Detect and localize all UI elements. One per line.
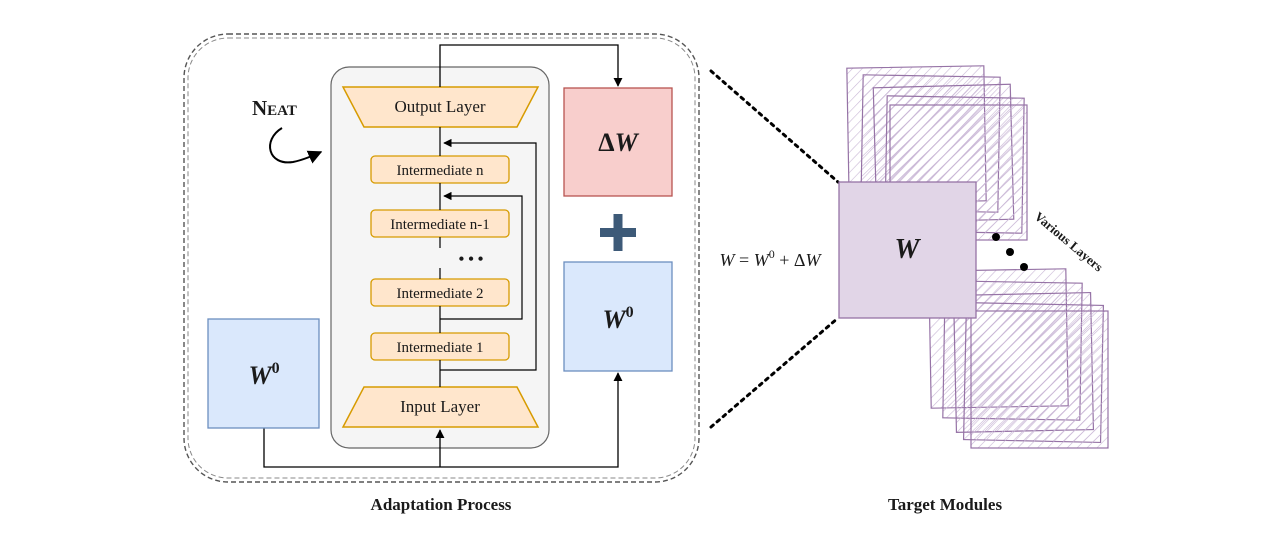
various-layers-label: Various Layers [1032, 209, 1106, 275]
edge-w0-to-w0 [263, 372, 623, 468]
w0-adapted-box [563, 261, 673, 372]
delta-w-label: ΔW [598, 128, 639, 157]
target-w-box [838, 181, 977, 319]
target-layers-bottom-stack [928, 268, 1109, 449]
plus-icon [600, 214, 636, 251]
projection-line-bottom [709, 316, 840, 429]
delta-w-box [563, 87, 673, 197]
layers-ellipsis: • • • [459, 251, 484, 268]
neat-label: NEAT [252, 96, 297, 120]
intermediate-1-label: Intermediate 1 [396, 340, 483, 356]
w0-initial-label: W0 [248, 360, 279, 390]
projection-line-top [709, 69, 840, 184]
intermediate-n-label: Intermediate n [396, 163, 484, 179]
various-layers-dots [992, 233, 1028, 271]
edge-output-to-delta [439, 44, 623, 87]
adaptation-container [183, 33, 700, 483]
target-caption: Target Modules [888, 495, 1003, 514]
output-layer-label: Output Layer [394, 97, 485, 116]
intermediate-n-1-label: Intermediate n-1 [390, 217, 490, 233]
target-w-label: W [895, 234, 922, 265]
input-layer-label: Input Layer [400, 397, 480, 416]
output-layer-shape [341, 86, 540, 128]
input-layer-shape [341, 386, 540, 428]
adaptation-caption: Adaptation Process [371, 495, 512, 514]
w0-initial-box [207, 318, 320, 429]
intermediate-2-label: Intermediate 2 [396, 286, 483, 302]
w0-adapted-label: W0 [602, 304, 633, 334]
update-equation: W = W0 + ΔW [720, 247, 823, 270]
skip-connection-outer [440, 138, 537, 371]
skip-connection-inner [440, 191, 523, 320]
neat-curved-arrow [269, 127, 323, 164]
